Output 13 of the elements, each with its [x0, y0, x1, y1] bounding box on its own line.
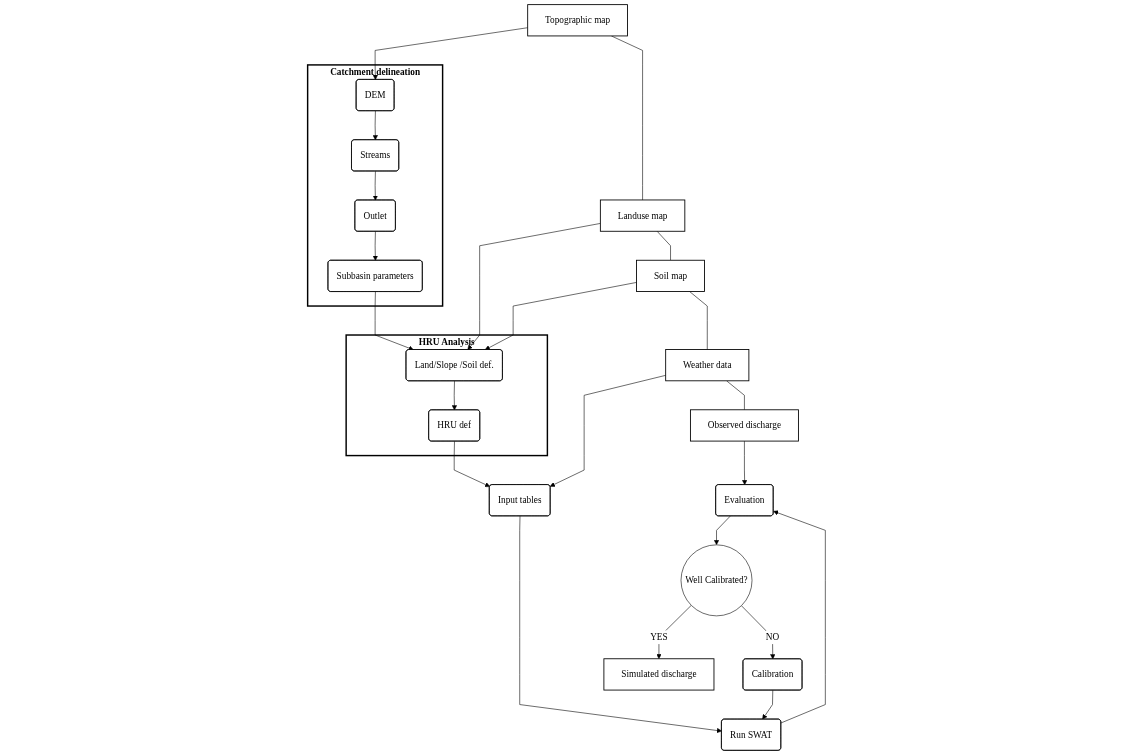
node-circle: Well Calibrated? — [680, 544, 753, 617]
node-box: Weather data — [665, 349, 750, 382]
edge-label: NO — [765, 632, 780, 642]
node-box: Landuse map — [599, 199, 686, 232]
node-box: Soil map — [636, 259, 705, 292]
edge-label: YES — [650, 632, 668, 642]
node-box: Observed discharge — [690, 409, 799, 442]
node-box: Topographic map — [527, 4, 628, 37]
node-box: Simulated discharge — [603, 658, 715, 691]
connector — [656, 231, 671, 261]
connector — [689, 291, 708, 350]
connector — [726, 380, 745, 411]
connector — [611, 35, 643, 201]
